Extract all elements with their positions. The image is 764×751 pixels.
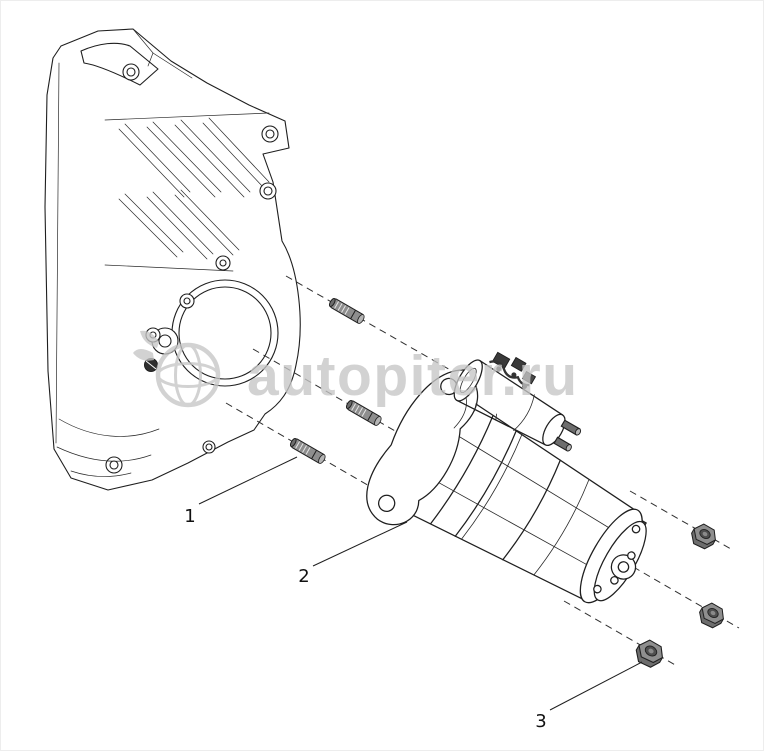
callout-1-label: 1 [184, 506, 195, 527]
nut-part-b [699, 602, 725, 629]
stud-part-b [345, 399, 382, 426]
axis-line-middle [252, 348, 410, 440]
axis-line-lower [225, 402, 391, 499]
callout-2: 2 [298, 521, 408, 587]
callout-3: 3 [535, 661, 643, 732]
flange-ear-hole-lower [377, 494, 396, 512]
motor-shaft-hub-inner [617, 561, 630, 573]
callout-3-leader-line [549, 661, 643, 711]
globe-leaf-icon [133, 330, 221, 408]
callout-1-leader-line [198, 456, 298, 505]
motor-mounting-flange [366, 369, 479, 526]
stud-part-a [328, 297, 365, 324]
housing-main-opening-inner [178, 286, 272, 380]
watermark: autopiter.ru [133, 330, 579, 408]
stud-part-c [289, 437, 326, 464]
solenoid-connector-cluster [489, 351, 537, 389]
callout-1: 1 [184, 456, 298, 527]
starter-motor-drawing [366, 351, 647, 604]
end-cap-bolts [593, 524, 641, 594]
watermark-text: autopiter.ru [247, 344, 579, 408]
housing-side-port-inner [158, 334, 172, 348]
housing-outline [44, 28, 301, 491]
callout-3-label: 3 [535, 711, 546, 732]
housing-ribs [118, 117, 270, 260]
callout-2-leader-line [312, 521, 408, 567]
nut-part-c [635, 639, 664, 668]
flywheel-housing-drawing [44, 28, 301, 491]
solenoid-terminals [553, 419, 582, 452]
solenoid-rear-cap [542, 413, 566, 446]
nut-part-a [691, 523, 717, 550]
callout-2-label: 2 [298, 566, 309, 587]
